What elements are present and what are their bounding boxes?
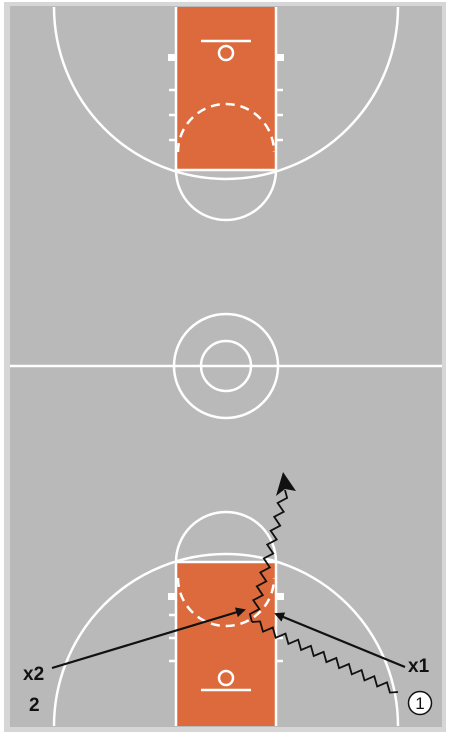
- top-block-left: [168, 54, 175, 61]
- label-x2: x2: [23, 664, 44, 685]
- top-free-throw-circle-dashed: [176, 102, 276, 153]
- x1-movement-arrow: [274, 612, 406, 669]
- dribble-arrowhead-icon: [276, 472, 296, 496]
- dribble-path-segment-1: [251, 620, 399, 694]
- bottom-free-throw-circle-outer: [174, 510, 278, 563]
- bottom-block-left: [168, 593, 175, 600]
- top-three-point-arc: [52, 6, 400, 181]
- bottom-block-right: [277, 593, 284, 600]
- ball-handler-circle-icon: [407, 690, 433, 716]
- top-rim: [217, 44, 235, 62]
- top-free-throw-circle-outer: [174, 169, 278, 222]
- center-circle-inner: [199, 339, 253, 393]
- bottom-rim: [217, 669, 235, 687]
- center-circle-outer: [172, 312, 280, 420]
- label-2: 2: [29, 695, 40, 716]
- bottom-paint: [176, 562, 276, 726]
- top-paint: [176, 7, 276, 170]
- x2-movement-arrow: [51, 607, 246, 670]
- dribble-path-segment-2: [248, 489, 289, 623]
- bottom-three-point-arc: [52, 552, 400, 727]
- top-block-right: [277, 54, 284, 61]
- label-1: 1: [415, 694, 424, 713]
- bottom-free-throw-circle-dashed: [176, 577, 276, 628]
- label-x1: x1: [408, 656, 430, 677]
